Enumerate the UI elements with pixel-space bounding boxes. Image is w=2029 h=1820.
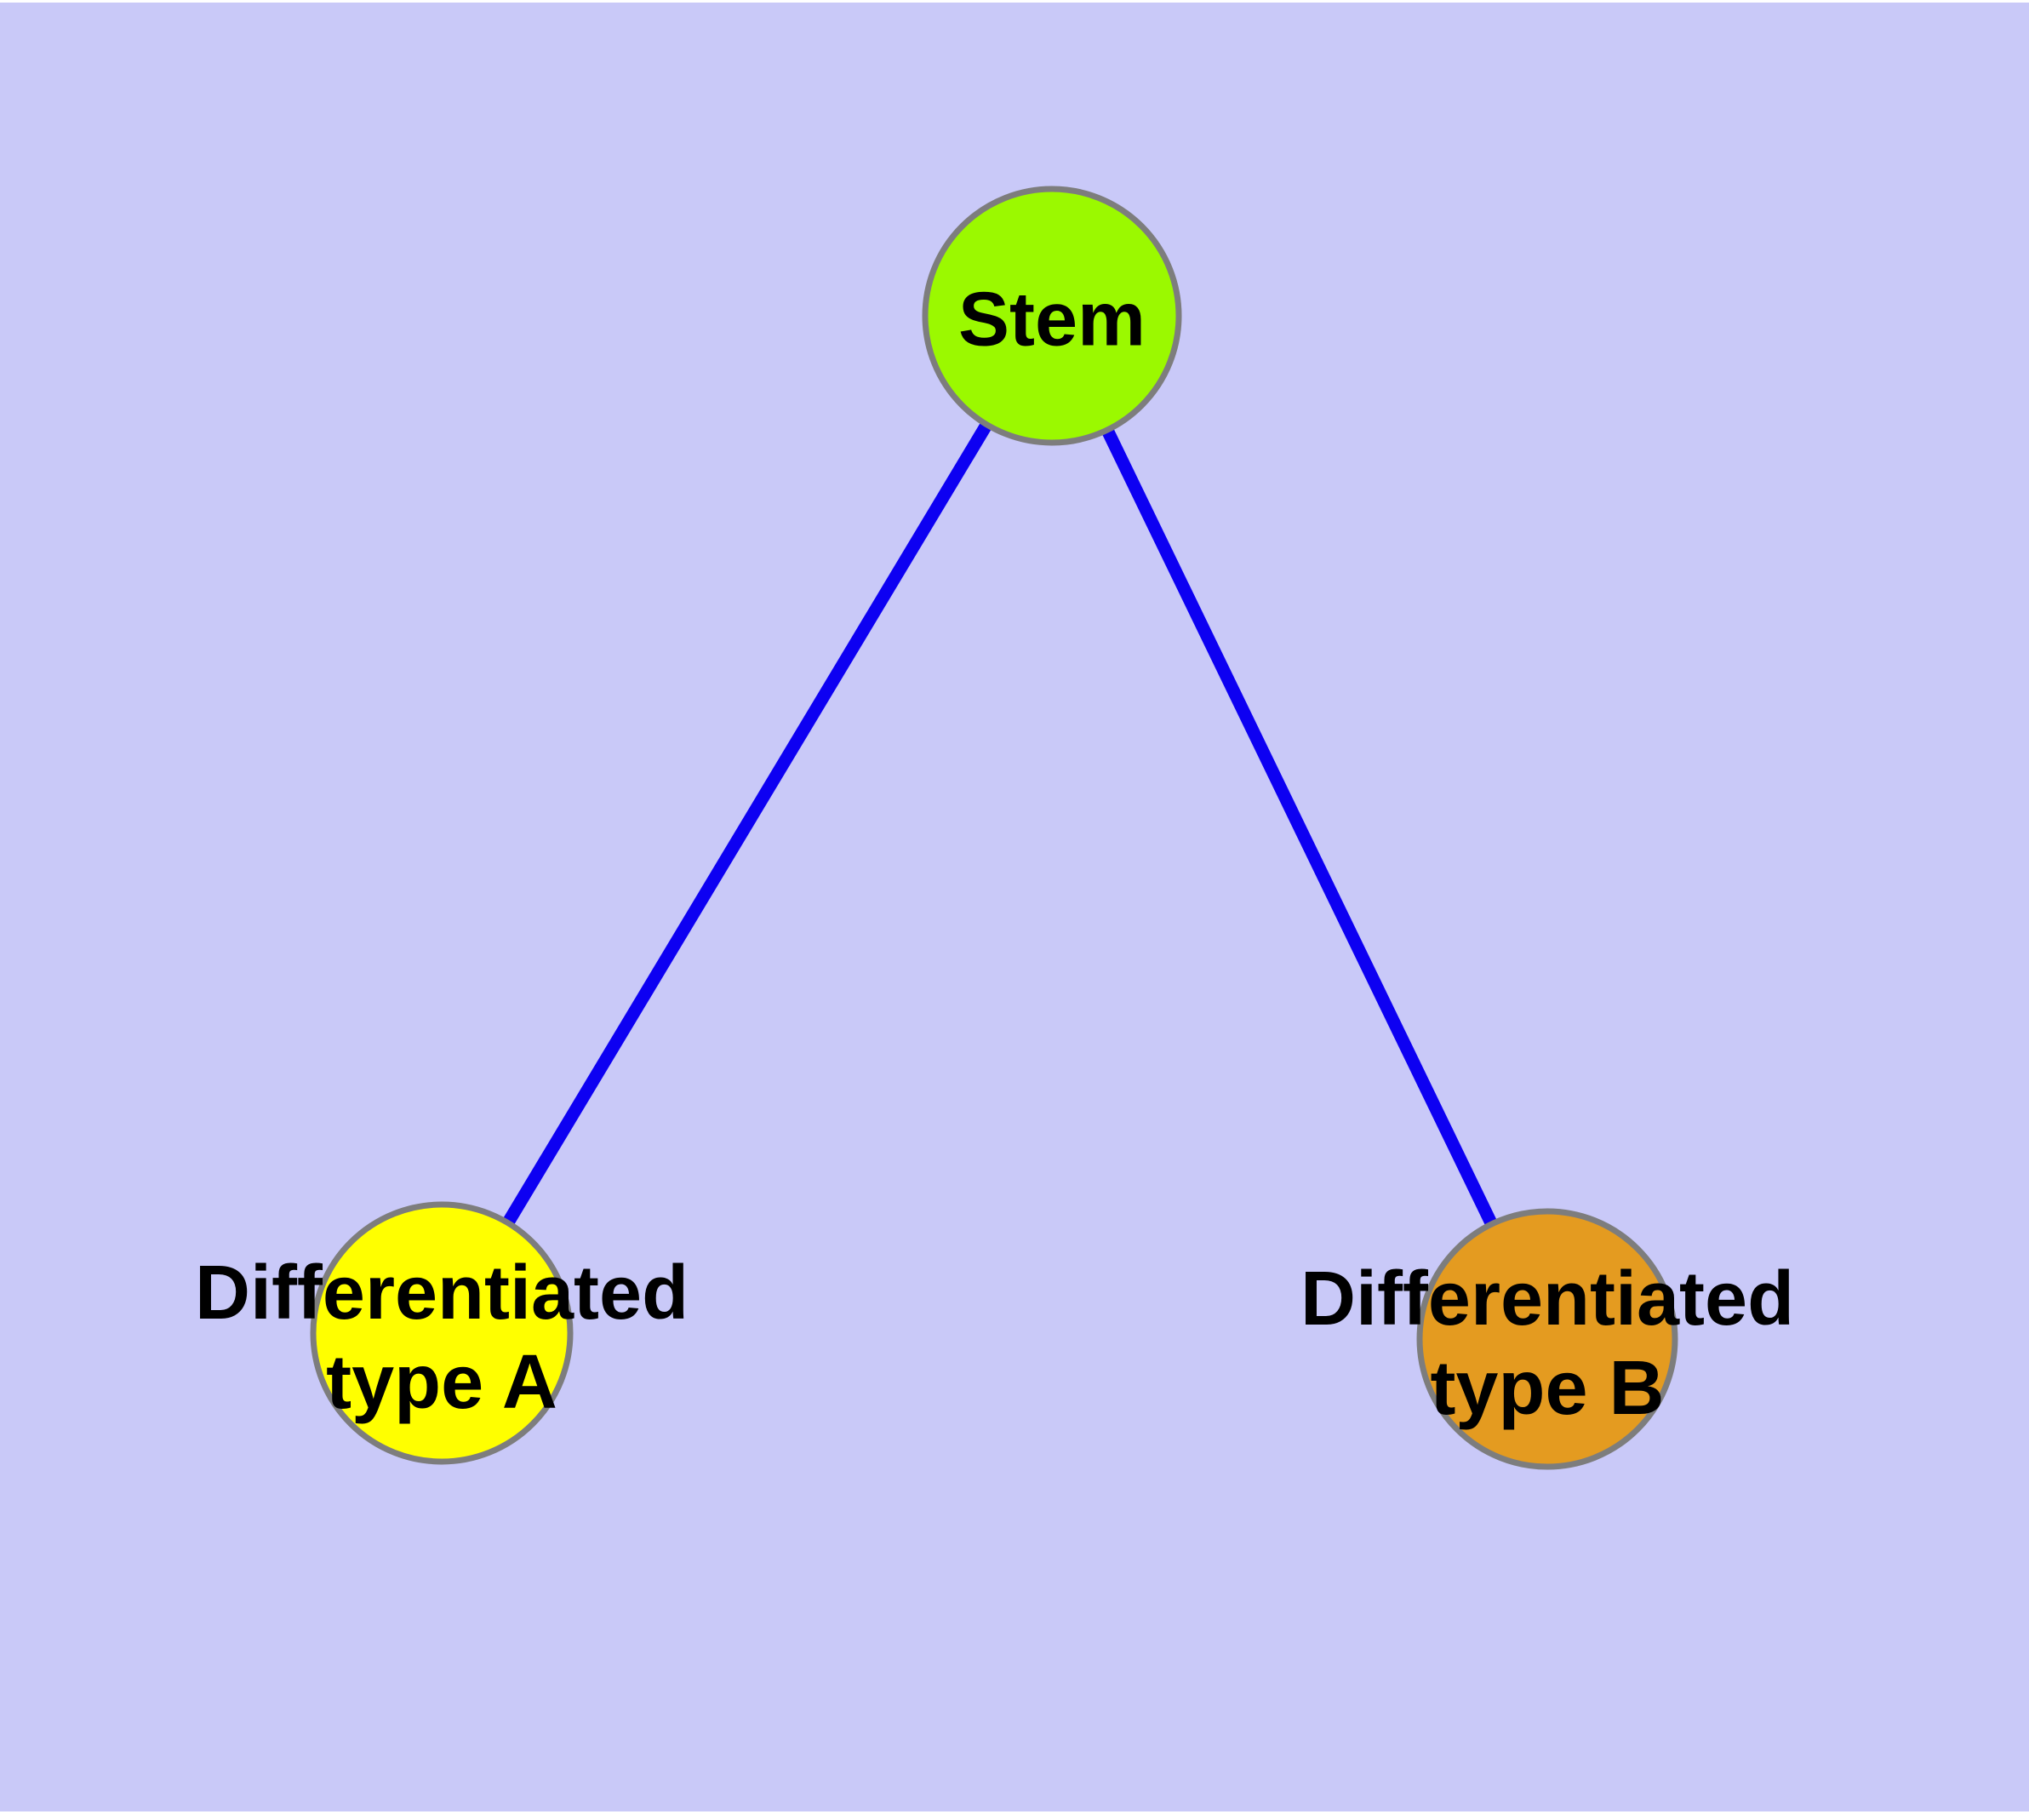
label-line: type B [1430, 1346, 1665, 1431]
edge-stem-to-differentiated-type-a [436, 312, 1058, 1336]
label-line: type A [326, 1340, 557, 1425]
node-label-stem: Stem [958, 276, 1146, 365]
node-circle-differentiated-type-a [310, 1201, 574, 1465]
node-circle-differentiated-type-b [1416, 1208, 1678, 1470]
node-circle-stem [922, 186, 1182, 446]
label-line: Differentiated [194, 1251, 689, 1336]
label-line: Differentiated [1300, 1256, 1795, 1342]
label-line: Stem [957, 277, 1146, 363]
edge-stem-to-differentiated-type-b [1046, 312, 1553, 1342]
